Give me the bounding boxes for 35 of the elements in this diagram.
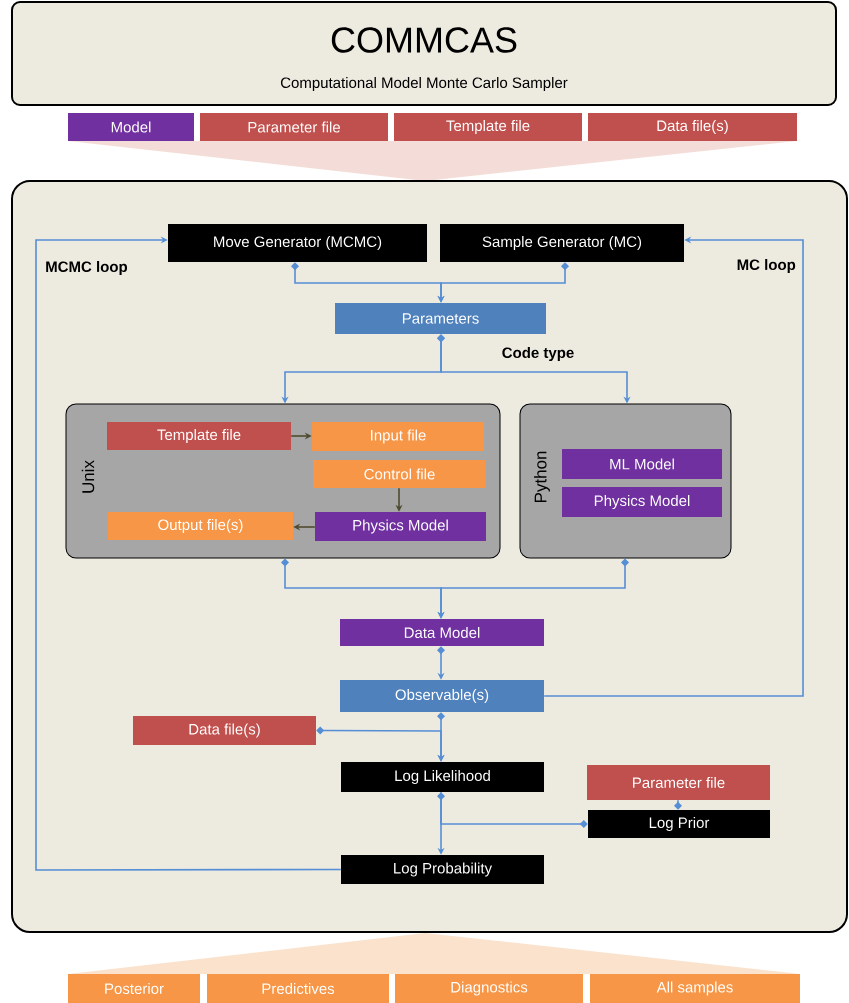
edge-label: MC loop: [735, 258, 797, 274]
process-box: Log Likelihood: [341, 762, 544, 792]
file-box: Data file(s): [133, 716, 316, 745]
process-box: Sample Generator (MC): [440, 224, 684, 262]
process-box: Observable(s): [340, 680, 544, 712]
header-box: COMMCAS Computational Model Monte Carlo Sampler: [11, 1, 837, 106]
input-tag: Template file: [394, 113, 582, 141]
arrow: [437, 792, 445, 855]
process-box: Log Prior: [588, 810, 770, 838]
process-box: Parameters: [335, 303, 546, 334]
input-tag: Data file(s): [588, 113, 797, 141]
edge-label: MCMC loop: [44, 260, 129, 276]
arrow: [674, 799, 682, 810]
output-tag: All samples: [590, 974, 800, 1003]
model-box: ML Model: [562, 449, 722, 479]
arrow: [437, 646, 445, 680]
output-tag: Predictives: [207, 974, 389, 1003]
input-tag: Parameter file: [200, 113, 388, 141]
process-box: Log Probability: [341, 855, 544, 884]
input-tag: Model: [68, 113, 194, 141]
arrow: [316, 726, 445, 762]
branch-label: Code type: [502, 347, 574, 361]
process-box: Move Generator (MCMC): [168, 224, 427, 262]
model-box: Data Model: [340, 619, 544, 646]
arrow: [440, 791, 588, 828]
file-box: Input file: [312, 422, 484, 451]
file-box: Output file(s): [108, 512, 293, 540]
file-box: Parameter file: [587, 765, 770, 800]
arrow: [35, 236, 342, 871]
model-box: Physics Model: [315, 512, 486, 541]
output-tag: Posterior: [68, 974, 200, 1003]
file-box: Template file: [107, 422, 291, 450]
output-tag: Diagnostics: [395, 974, 583, 1003]
file-box: Control file: [313, 460, 486, 488]
model-box: Physics Model: [562, 487, 722, 517]
